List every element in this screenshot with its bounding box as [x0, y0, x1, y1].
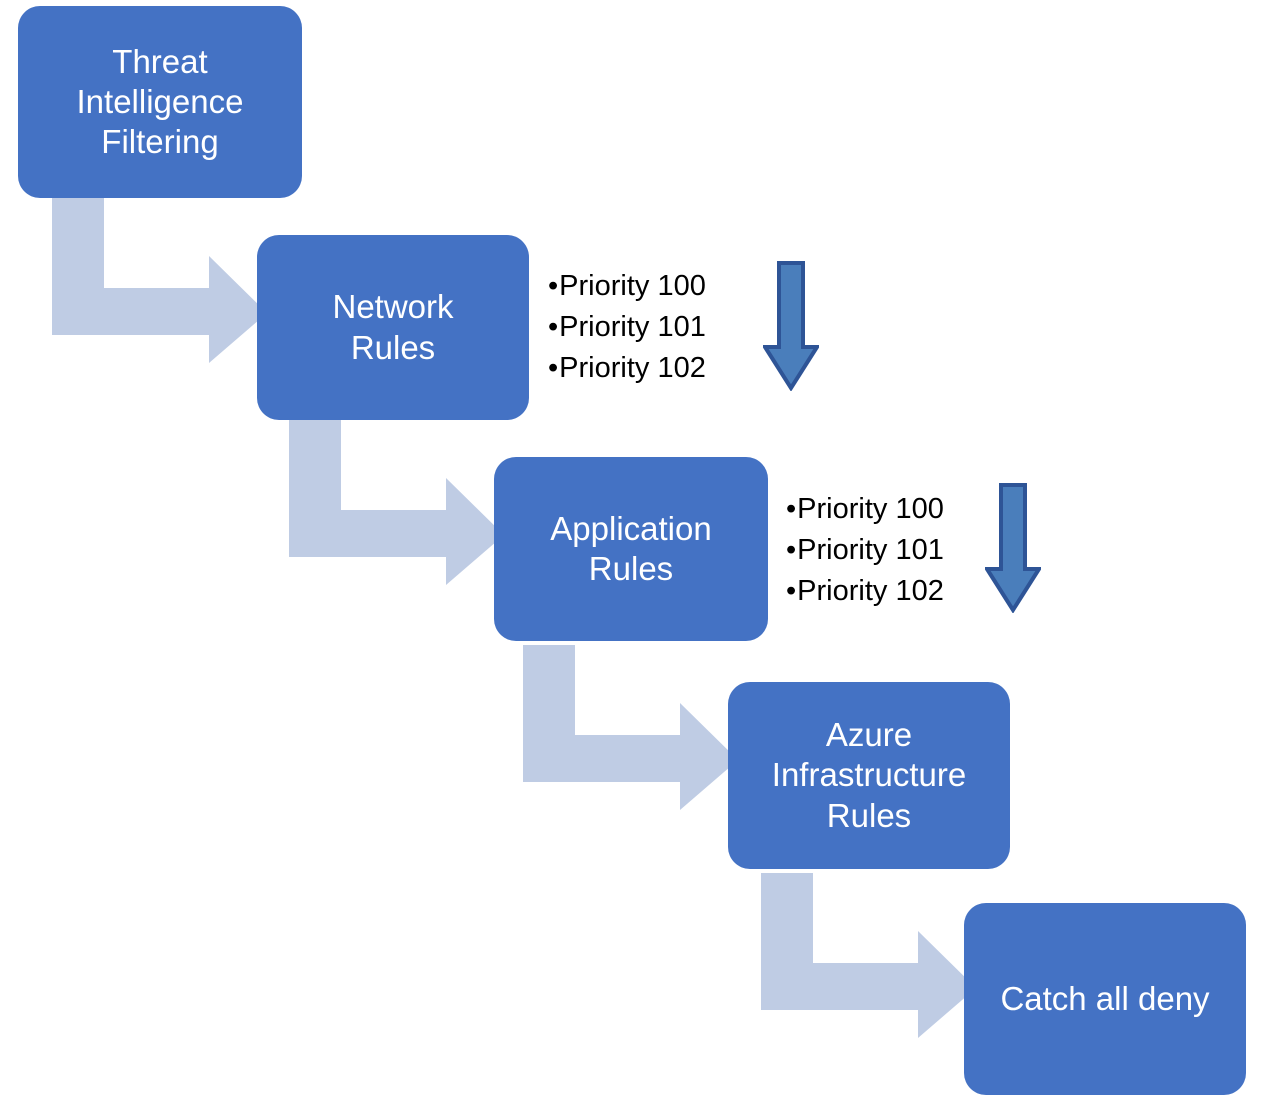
- node-application-rules[interactable]: Application Rules: [494, 457, 768, 641]
- list-item: •Priority 101: [548, 307, 706, 348]
- list-item-label: Priority 102: [797, 575, 944, 607]
- list-item: •Priority 100: [786, 489, 944, 530]
- down-arrow-icon: [763, 261, 819, 391]
- elbow-arrow-icon: [52, 198, 267, 363]
- list-item: •Priority 100: [548, 266, 706, 307]
- list-item-label: Priority 101: [797, 534, 944, 566]
- down-arrow-application-priority-order: [985, 483, 1041, 613]
- node-azure-infrastructure-rules[interactable]: Azure Infrastructure Rules: [728, 682, 1010, 869]
- node-threat-intelligence-filtering[interactable]: Threat Intelligence Filtering: [18, 6, 302, 198]
- connector-threat-to-network: [52, 198, 267, 363]
- list-item: •Priority 101: [786, 530, 944, 571]
- list-item-label: Priority 100: [797, 493, 944, 525]
- bullet-dot-icon: •: [786, 575, 797, 607]
- list-item-label: Priority 102: [559, 352, 706, 384]
- bullet-dot-icon: •: [548, 352, 559, 384]
- bullet-dot-icon: •: [548, 270, 559, 302]
- list-item: •Priority 102: [548, 348, 706, 389]
- node-catch-all-deny[interactable]: Catch all deny: [964, 903, 1246, 1095]
- bullet-dot-icon: •: [786, 534, 797, 566]
- list-item: •Priority 102: [786, 571, 944, 612]
- bullet-dot-icon: •: [786, 493, 797, 525]
- node-network-rules[interactable]: Network Rules: [257, 235, 529, 420]
- list-item-label: Priority 100: [559, 270, 706, 302]
- down-arrow-icon: [985, 483, 1041, 613]
- elbow-arrow-icon: [523, 645, 738, 810]
- list-item-label: Priority 101: [559, 311, 706, 343]
- elbow-arrow-icon: [761, 873, 976, 1038]
- down-arrow-network-priority-order: [763, 261, 819, 391]
- connector-application-to-azure-infrastructure: [523, 645, 738, 810]
- bullet-group-application-rules-priorities: •Priority 100 •Priority 101 •Priority 10…: [786, 489, 944, 612]
- connector-network-to-application: [289, 420, 504, 585]
- bullet-group-network-rules-priorities: •Priority 100 •Priority 101 •Priority 10…: [548, 266, 706, 389]
- bullet-dot-icon: •: [548, 311, 559, 343]
- connector-azure-infrastructure-to-catch-all-deny: [761, 873, 976, 1038]
- elbow-arrow-icon: [289, 420, 504, 585]
